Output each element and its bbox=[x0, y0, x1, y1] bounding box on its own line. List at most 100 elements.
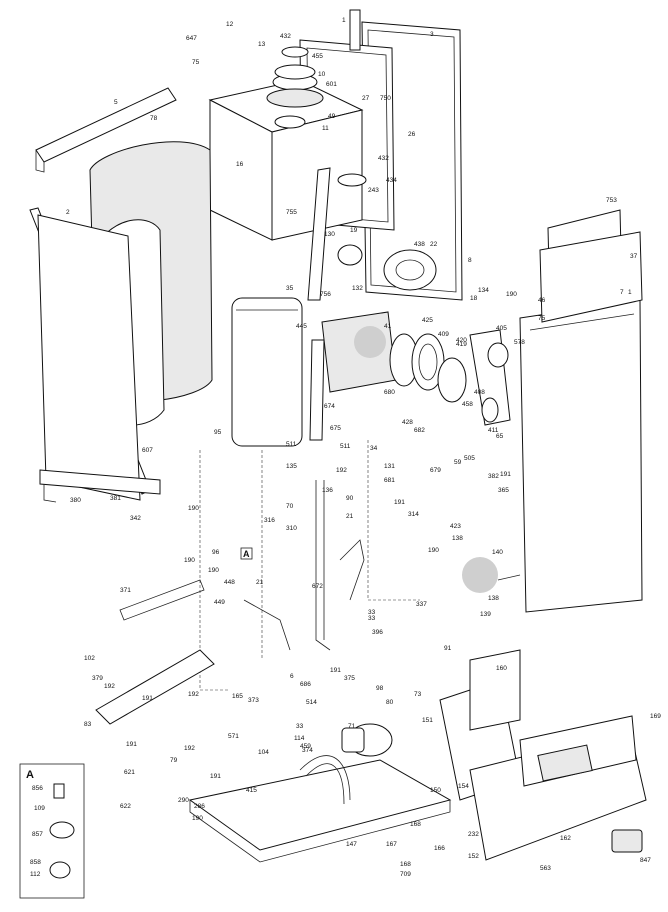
callout-label: 2 bbox=[66, 209, 70, 216]
callout-label: 674 bbox=[324, 403, 335, 410]
callout-label: 191 bbox=[142, 695, 153, 702]
callout-label: 455 bbox=[312, 53, 323, 60]
callout-label: 169 bbox=[650, 713, 661, 720]
callout-label: 6 bbox=[290, 673, 294, 680]
callout-label: 26 bbox=[408, 131, 416, 138]
callout-label: 858 bbox=[30, 859, 41, 866]
callout-label: 83 bbox=[84, 721, 92, 728]
callout-label: 847 bbox=[640, 857, 651, 864]
callout-label: 13 bbox=[258, 41, 266, 48]
callout-label: 190 bbox=[428, 547, 439, 554]
callout-label: 191 bbox=[500, 471, 511, 478]
callout-label: 12 bbox=[226, 21, 234, 28]
callout-label: 139 bbox=[480, 611, 491, 618]
callout-label: 856 bbox=[32, 785, 43, 792]
callout-label: 371 bbox=[120, 587, 131, 594]
callout-label: 191 bbox=[394, 499, 405, 506]
inset-label: A bbox=[26, 769, 34, 781]
callout-label: 578 bbox=[514, 339, 525, 346]
callout-label: 290 bbox=[178, 797, 189, 804]
callout-label: 756 bbox=[320, 291, 331, 298]
callout-label: 448 bbox=[224, 579, 235, 586]
callout-label: 34 bbox=[370, 445, 378, 452]
callout-label: 192 bbox=[336, 467, 347, 474]
callout-label: 445 bbox=[296, 323, 307, 330]
callout-label: 166 bbox=[434, 845, 445, 852]
callout-label: 22 bbox=[430, 241, 438, 248]
callout-label: 680 bbox=[384, 389, 395, 396]
callout-label: 152 bbox=[468, 853, 479, 860]
callout-label: 337 bbox=[416, 601, 427, 608]
callout-label: 316 bbox=[264, 517, 275, 524]
callout-label: 857 bbox=[32, 831, 43, 838]
callout-label: 33 bbox=[296, 723, 304, 730]
callout-label: 114 bbox=[294, 735, 305, 742]
callout-label: 96 bbox=[212, 549, 220, 556]
callout-label: 33 bbox=[368, 609, 376, 616]
callout-label: 102 bbox=[84, 655, 95, 662]
callout-label: 131 bbox=[384, 463, 395, 470]
callout-label: 381 bbox=[110, 495, 121, 502]
callout-label: 423 bbox=[450, 523, 461, 530]
callout-label: 191 bbox=[126, 741, 137, 748]
callout-label: 682 bbox=[414, 427, 425, 434]
callout-label: 419 bbox=[456, 341, 467, 348]
callout-label: 73 bbox=[414, 691, 422, 698]
callout-label: 79 bbox=[170, 757, 178, 764]
callout-label: 411 bbox=[488, 427, 499, 434]
callout-label: 160 bbox=[496, 665, 507, 672]
callout-label: 190 bbox=[184, 557, 195, 564]
callout-label: 190 bbox=[188, 505, 199, 512]
callout-label: 21 bbox=[346, 513, 354, 520]
callout-label: 753 bbox=[606, 197, 617, 204]
callout-label: 75 bbox=[538, 315, 546, 322]
callout-label: 191 bbox=[210, 773, 221, 780]
callout-label: 449 bbox=[214, 599, 225, 606]
callout-label: 191 bbox=[330, 667, 341, 674]
callout-label: 3 bbox=[430, 31, 434, 38]
callout-label: 458 bbox=[462, 401, 473, 408]
callout-label: 415 bbox=[246, 787, 257, 794]
callout-label: 1 bbox=[342, 17, 346, 24]
callout-label: 314 bbox=[408, 511, 419, 518]
callout-label: 428 bbox=[402, 419, 413, 426]
callout-label: 132 bbox=[352, 285, 363, 292]
callout-label: 90 bbox=[346, 495, 354, 502]
callout-label: 382 bbox=[488, 473, 499, 480]
callout-label: 151 bbox=[422, 717, 433, 724]
callout-label: 150 bbox=[430, 787, 441, 794]
callout-label: 19 bbox=[350, 227, 358, 234]
callout-label: 310 bbox=[286, 525, 297, 532]
callout-label: 375 bbox=[344, 675, 355, 682]
callout-label: 7 bbox=[620, 289, 624, 296]
callout-label: 459 bbox=[300, 743, 311, 750]
callout-label: 286 bbox=[194, 803, 205, 810]
callout-label: 37 bbox=[630, 253, 638, 260]
callout-label: 243 bbox=[368, 187, 379, 194]
callout-label: 112 bbox=[30, 871, 41, 878]
callout-label: 98 bbox=[376, 685, 384, 692]
line-drawing bbox=[19, 9, 647, 899]
callout-label: 65 bbox=[496, 433, 504, 440]
callout-label: 365 bbox=[498, 487, 509, 494]
callout-label: 35 bbox=[286, 285, 294, 292]
section-marker: A bbox=[243, 549, 250, 559]
callout-label: 95 bbox=[214, 429, 222, 436]
callout-label: 511 bbox=[286, 441, 297, 448]
callout-label: 80 bbox=[386, 699, 394, 706]
callout-label: 380 bbox=[70, 497, 81, 504]
callout-label: 607 bbox=[142, 447, 153, 454]
callout-label: 396 bbox=[372, 629, 383, 636]
callout-label: 511 bbox=[340, 443, 351, 450]
callout-label: 571 bbox=[228, 733, 239, 740]
callout-label: 21 bbox=[256, 579, 264, 586]
callout-label: 91 bbox=[444, 645, 452, 652]
callout-label: 154 bbox=[458, 783, 469, 790]
callout-label: 162 bbox=[560, 835, 571, 842]
callout-label: 138 bbox=[452, 535, 463, 542]
callout-label: 168 bbox=[400, 861, 411, 868]
callout-label: 135 bbox=[286, 463, 297, 470]
callout-label: 147 bbox=[346, 841, 357, 848]
callout-label: 8 bbox=[468, 257, 472, 264]
